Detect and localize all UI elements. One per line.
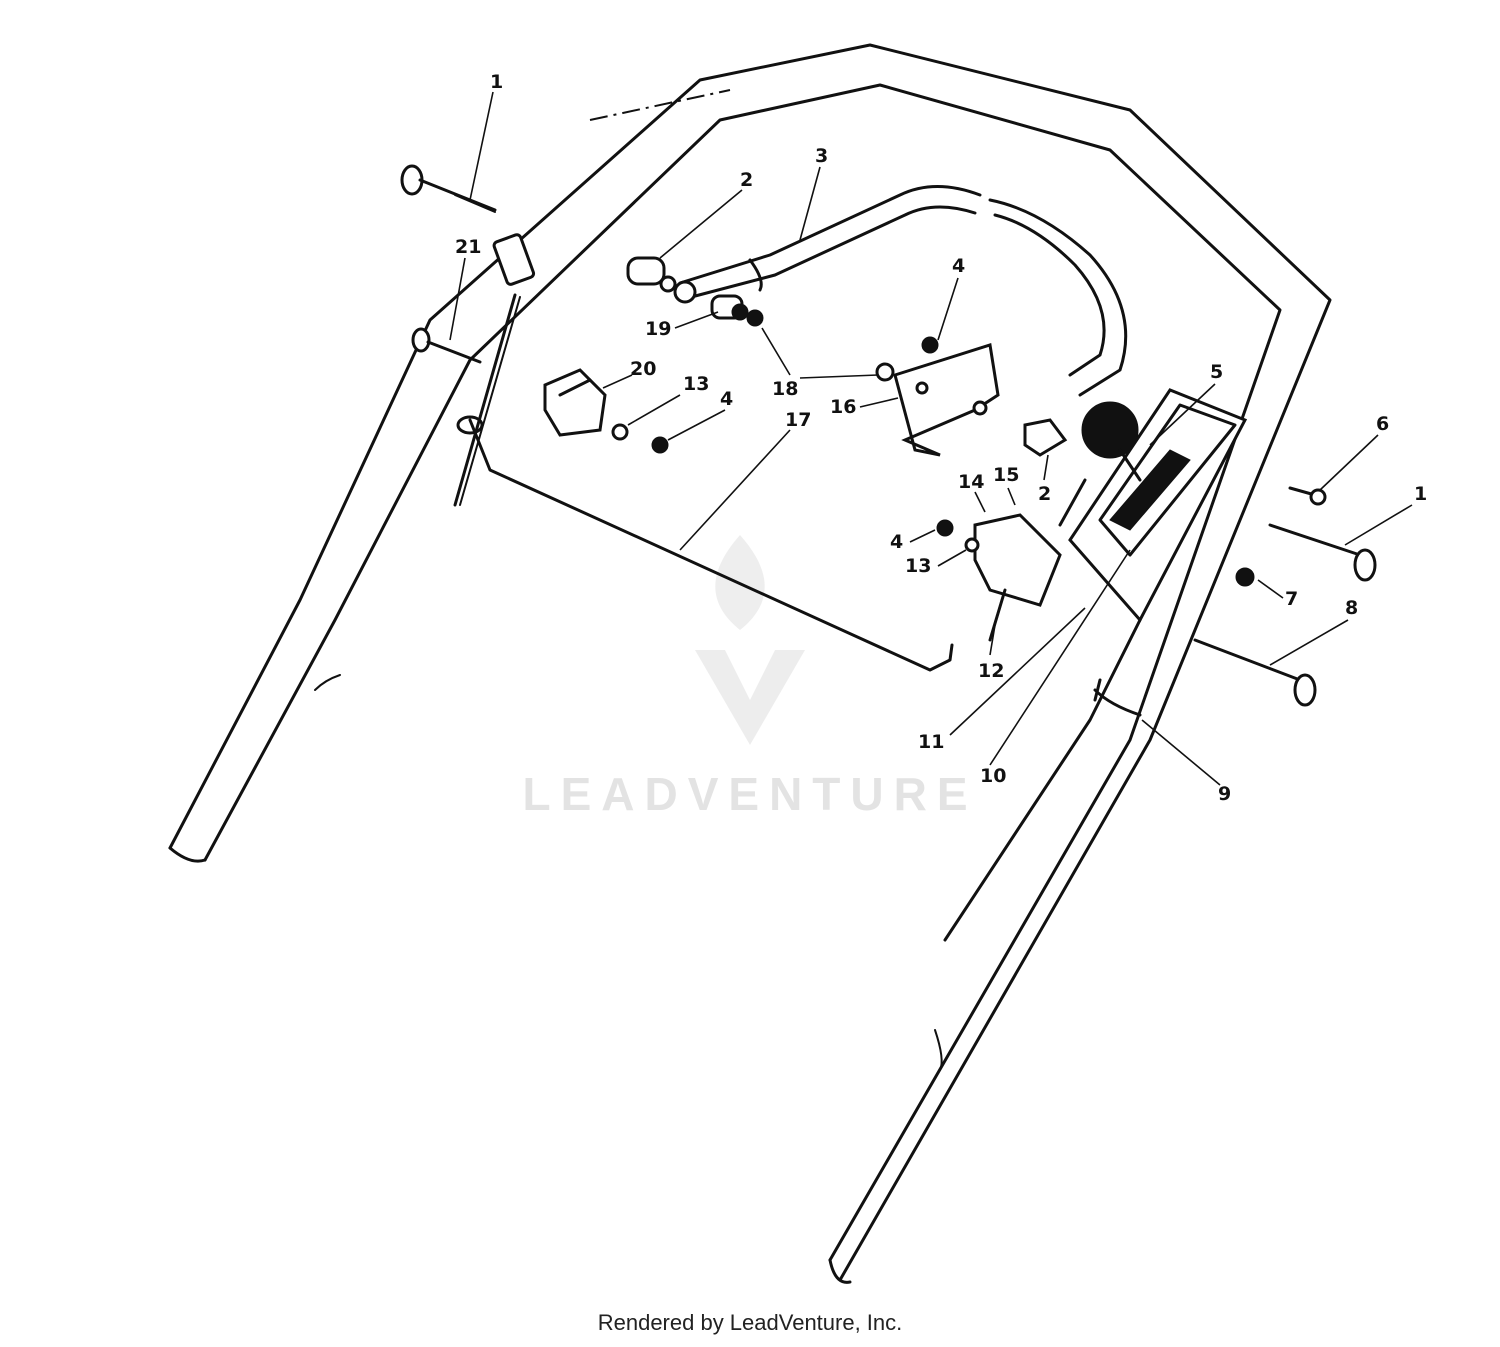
rod-loop xyxy=(456,415,484,435)
bail-handle xyxy=(678,185,1128,397)
bolt-1-right xyxy=(1268,523,1377,582)
cable-left xyxy=(453,233,536,507)
control-rod xyxy=(468,418,954,672)
callout-1-right: 1 xyxy=(1414,483,1427,505)
watermark-text: LEADVENTURE xyxy=(522,768,977,820)
callout-13-lower: 13 xyxy=(905,555,931,577)
callout-12: 12 xyxy=(978,660,1004,682)
switch-block-20 xyxy=(543,368,669,454)
callout-4-middle: 4 xyxy=(890,531,903,553)
callout-19: 19 xyxy=(645,318,671,340)
watermark-logo xyxy=(695,535,805,745)
callout-6: 6 xyxy=(1376,413,1389,435)
callout-8: 8 xyxy=(1345,597,1358,619)
bolt-21 xyxy=(411,327,482,364)
callout-10: 10 xyxy=(980,765,1006,787)
bolt-1-left xyxy=(400,164,497,213)
callout-17: 17 xyxy=(785,409,811,431)
callout-7: 7 xyxy=(1285,588,1298,610)
callout-20: 20 xyxy=(630,358,656,380)
diagram-canvas: LEADVENTURE xyxy=(168,43,1427,1284)
callout-5: 5 xyxy=(1210,361,1223,383)
callout-15: 15 xyxy=(993,464,1019,486)
pivot-bolt-2 xyxy=(626,256,697,304)
cable-lower xyxy=(943,618,1142,942)
callout-11: 11 xyxy=(918,731,944,753)
callout-2-lower: 2 xyxy=(1038,483,1051,505)
throttle-box xyxy=(1023,388,1248,623)
callout-3: 3 xyxy=(815,145,828,167)
callout-labels: 1 2 3 4 5 6 1 2 4 13 14 15 7 8 9 10 11 1… xyxy=(449,71,1427,805)
callout-2-top: 2 xyxy=(740,169,753,191)
callout-18: 18 xyxy=(772,378,798,400)
switch-block-14 xyxy=(936,478,1087,642)
callout-13-upper: 13 xyxy=(683,373,709,395)
bolt-8 xyxy=(1193,638,1317,707)
bushing-19 xyxy=(710,294,764,327)
bracket-16 xyxy=(875,336,1000,457)
cable-tie-9 xyxy=(1093,678,1142,717)
footer-credit: Rendered by LeadVenture, Inc. xyxy=(597,1310,903,1335)
bolt-6 xyxy=(1288,486,1327,506)
callout-4-lower: 4 xyxy=(720,388,733,410)
callout-4-upper: 4 xyxy=(952,255,965,277)
callout-1-top: 1 xyxy=(490,71,503,93)
upper-handle xyxy=(168,43,1332,1284)
callout-21: 21 xyxy=(455,236,481,258)
callout-16: 16 xyxy=(830,396,856,418)
callout-14: 14 xyxy=(958,471,984,493)
callout-9: 9 xyxy=(1218,783,1231,805)
nut-7 xyxy=(1235,567,1255,587)
